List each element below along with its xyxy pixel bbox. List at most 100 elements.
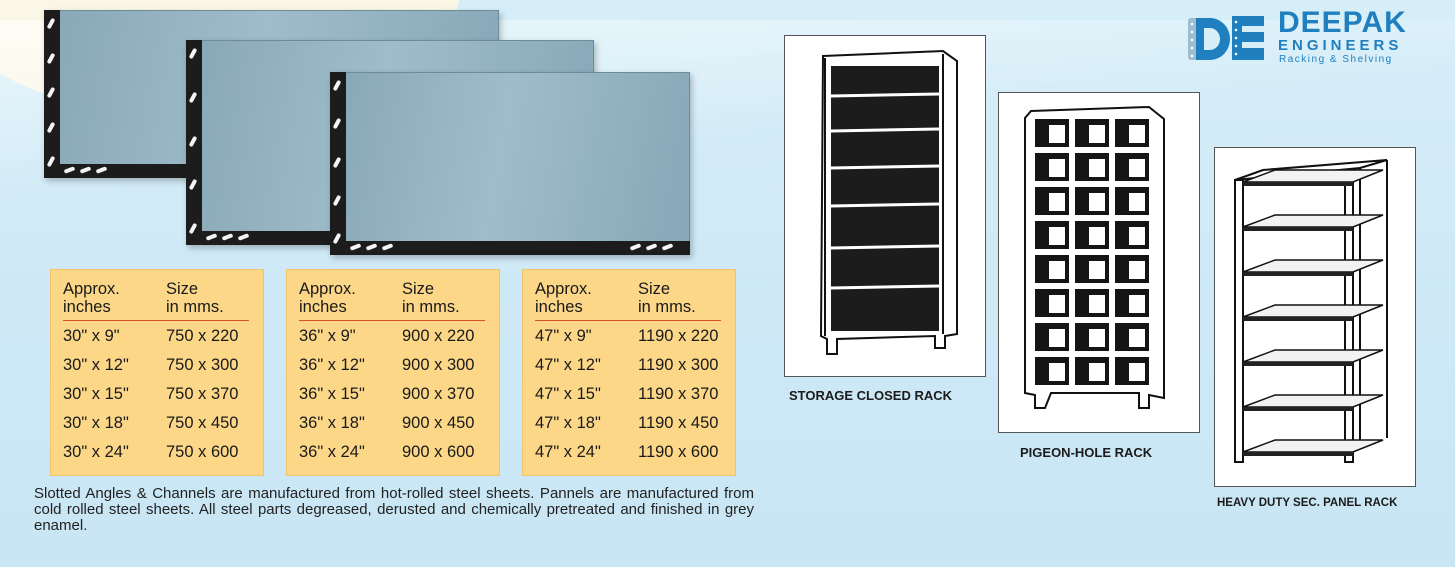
cell-mms: 750 x 370 [166, 385, 239, 403]
cell-inches: 30" x 18" [63, 414, 129, 432]
logo-subtitle: ENGINEERS [1278, 37, 1403, 54]
cell-inches: 47" x 9" [535, 327, 592, 345]
cell-mms: 900 x 600 [402, 443, 475, 461]
rack-shelf [1242, 304, 1384, 318]
panel-slot [188, 91, 198, 104]
rack-shelf-edge [1243, 182, 1353, 186]
cell-mms: 1190 x 220 [638, 327, 719, 345]
panel-slot [46, 17, 56, 30]
panel-slot [95, 166, 108, 174]
rack-shelf [1242, 214, 1384, 228]
header-inches: Approx.inches [63, 280, 120, 316]
pigeon-cell-back [1129, 159, 1145, 177]
pigeon-cell-back [1089, 295, 1105, 313]
rack-shelf-edge [1243, 452, 1353, 456]
panel-slot [332, 117, 342, 130]
heavy-duty-rack-caption: HEAVY DUTY SEC. PANEL RACK [1217, 497, 1398, 509]
steel-panel-3 [330, 72, 690, 255]
cell-inches: 30" x 9" [63, 327, 120, 345]
cell-mms: 900 x 450 [402, 414, 475, 432]
rack-shelf-edge [1243, 362, 1353, 366]
panel-slot [332, 194, 342, 207]
pigeon-cell-back [1049, 193, 1065, 211]
table-row: 30" x 12"750 x 300 [63, 353, 253, 377]
logo-mark-icon [1188, 16, 1264, 60]
pigeon-cell-back [1129, 227, 1145, 245]
cell-inches: 36" x 12" [299, 356, 365, 374]
pigeon-hole-rack-caption: PIGEON-HOLE RACK [1020, 445, 1153, 460]
panel-slot [205, 233, 218, 241]
pigeon-cell-back [1089, 159, 1105, 177]
pigeon-cell-back [1089, 193, 1105, 211]
panel-slot [349, 243, 362, 251]
storage-closed-rack-caption: STORAGE CLOSED RACK [789, 388, 952, 403]
pigeon-cell-back [1129, 261, 1145, 279]
pigeon-hole-rack-image [998, 92, 1200, 433]
pigeon-cell-back [1049, 125, 1065, 143]
pigeon-cell-back [1049, 261, 1065, 279]
cell-mms: 900 x 370 [402, 385, 475, 403]
rack-shelf [1242, 439, 1384, 453]
pigeon-cell-back [1049, 159, 1065, 177]
pigeon-cell-back [1049, 363, 1065, 381]
pigeon-cell-back [1089, 227, 1105, 245]
panel-slot [221, 233, 234, 241]
pigeon-cell-back [1049, 295, 1065, 313]
cell-inches: 36" x 18" [299, 414, 365, 432]
table-row: 30" x 24"750 x 600 [63, 440, 253, 464]
pigeon-cell-back [1129, 193, 1145, 211]
table-row: 36" x 18" 900 x 450 [299, 411, 489, 435]
panel-slot [63, 166, 76, 174]
panel-slot [46, 52, 56, 64]
rack-shelf-edge [1243, 407, 1353, 411]
cell-mms: 900 x 300 [402, 356, 475, 374]
panel-slot [661, 243, 674, 251]
logo-tagline: Racking & Shelving [1279, 54, 1393, 65]
panel-slot [46, 155, 56, 168]
cell-inches: 30" x 15" [63, 385, 129, 403]
cell-inches: 36" x 15" [299, 385, 365, 403]
panel-slot [332, 79, 342, 92]
panel-slot [188, 222, 198, 235]
heavy-duty-rack-image [1214, 147, 1416, 487]
cell-inches: 30" x 24" [63, 443, 129, 461]
panel-slot [645, 243, 658, 251]
table-row: 47" x 24" 1190 x 600 [535, 440, 725, 464]
table-row: 36" x 12" 900 x 300 [299, 353, 489, 377]
rack-shelf-edge [1243, 272, 1353, 276]
pigeon-cell-back [1089, 125, 1105, 143]
rack-shelf-edge [1243, 317, 1353, 321]
table-row: 47" x 12"1190 x 300 [535, 353, 725, 377]
cell-mms: 1190 x 600 [638, 443, 719, 461]
panel-slot [46, 86, 56, 99]
panel-slot [46, 121, 56, 133]
storage-closed-rack-image [784, 35, 986, 377]
rack-shelf [1242, 169, 1384, 183]
material-description: Slotted Angles & Channels are manufactur… [34, 485, 754, 534]
table-row: 47" x 9" 1190 x 220 [535, 324, 725, 348]
panel-slot [332, 232, 342, 245]
rack-shelf-edge [1243, 227, 1353, 231]
header-inches: Approx.inches [299, 280, 356, 316]
cell-inches: 36" x 24" [299, 443, 365, 461]
cell-mms: 750 x 220 [166, 327, 239, 345]
cell-inches: 47" x 24" [535, 443, 601, 461]
pigeon-cell-back [1049, 329, 1065, 347]
table-row: 30" x 9" 750 x 220 [63, 324, 253, 348]
rack-shelf [1242, 394, 1384, 408]
pigeon-cell-back [1129, 125, 1145, 143]
pigeon-cell-back [1089, 329, 1105, 347]
pigeon-cell-back [1129, 363, 1145, 381]
cell-mms: 750 x 450 [166, 414, 239, 432]
rack-shelf [1242, 259, 1384, 273]
cell-inches: 36" x 9" [299, 327, 356, 345]
panel-slot [365, 243, 378, 251]
panel-slot [332, 156, 342, 168]
